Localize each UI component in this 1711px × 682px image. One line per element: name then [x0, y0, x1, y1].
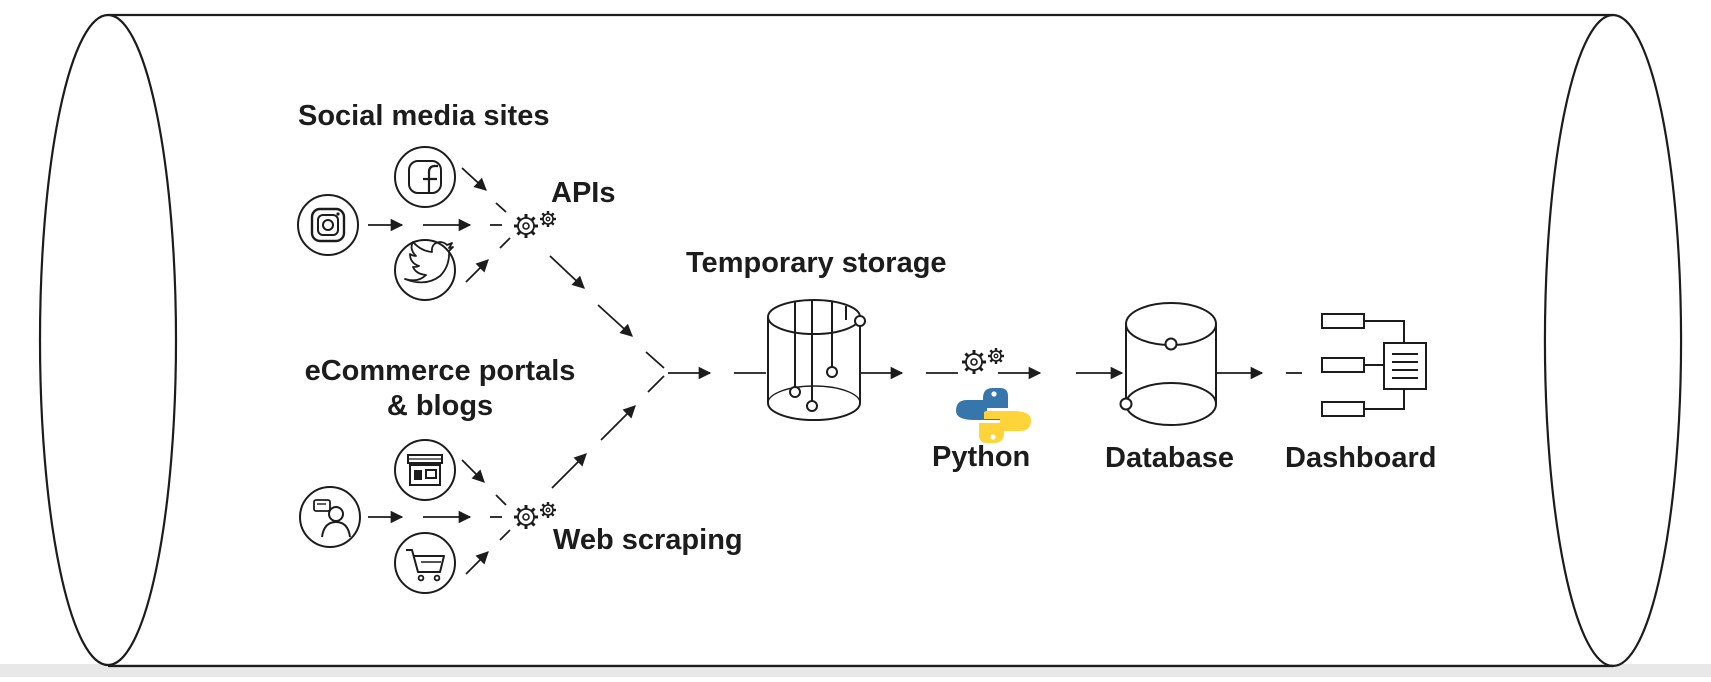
blogger-icon — [299, 486, 361, 548]
social-arrows — [368, 167, 511, 283]
web-scraping-gear-icon — [512, 500, 558, 531]
temporary-storage-icon — [767, 299, 866, 421]
instagram-icon — [297, 194, 359, 256]
python-label: Python — [932, 441, 1031, 473]
apis-gear-icon — [512, 209, 558, 240]
database-label: Database — [1105, 442, 1234, 474]
ecommerce-title-line2: & blogs — [386, 390, 494, 423]
temporary-storage-label: Temporary storage — [686, 247, 947, 279]
dashboard-label: Dashboard — [1285, 442, 1437, 474]
facebook-icon — [394, 146, 456, 208]
web-scraping-label: Web scraping — [553, 524, 743, 556]
python-logo-icon — [956, 388, 1031, 443]
pipeline-cylinder — [38, 13, 1683, 668]
storefront-icon — [394, 439, 456, 501]
ecommerce-arrows — [368, 459, 511, 575]
dashboard-icon — [1321, 313, 1427, 417]
twitter-icon — [394, 239, 456, 301]
ecommerce-title: eCommerce portals & blogs — [290, 354, 590, 425]
shopping-cart-icon — [394, 532, 456, 594]
converging-arrows — [549, 255, 766, 489]
ecommerce-title-line1: eCommerce portals — [304, 355, 576, 387]
python-gear-icon — [960, 346, 1006, 376]
social-media-title: Social media sites — [298, 100, 550, 132]
database-icon — [1119, 302, 1217, 426]
bottom-bar — [0, 664, 1711, 677]
apis-label: APIs — [551, 177, 616, 209]
